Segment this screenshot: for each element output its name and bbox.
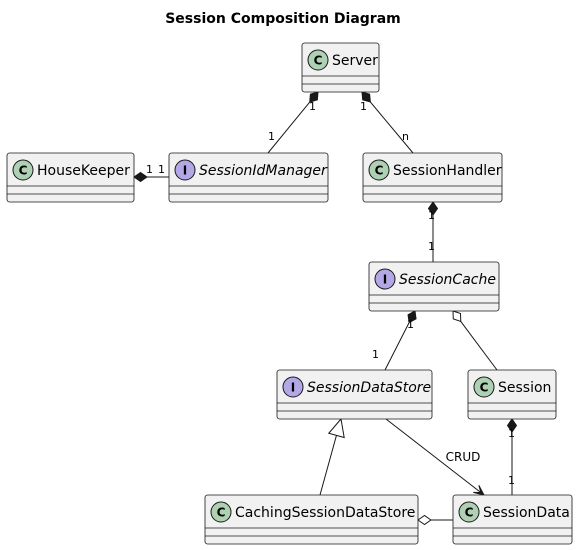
badge-letter: C [465, 506, 474, 520]
node-name: HouseKeeper [37, 163, 130, 179]
multiplicity-to: 1 [428, 240, 435, 253]
node-name: Session [498, 380, 551, 396]
edge-session-sessiondata [506, 418, 518, 495]
dependency-arrow-icon [473, 485, 485, 496]
inheritance-arrow-icon [327, 417, 345, 439]
multiplicity-from: 1 [407, 318, 414, 331]
node-session: C Session [467, 369, 557, 420]
multiplicity-from: 1 [508, 427, 515, 440]
edge-server-sessionhandler [361, 91, 414, 154]
node-sessiondata: C SessionData [452, 494, 573, 545]
multiplicity-to: 1 [268, 130, 275, 143]
badge-letter: I [291, 381, 295, 395]
node-box [6, 152, 135, 203]
node-name: CachingSessionDataStore [235, 505, 415, 521]
composition-line [384, 322, 410, 371]
multiplicity-from: 1 [428, 209, 435, 222]
node-sessionidmanager: I SessionIdManager [168, 152, 329, 203]
node-box [276, 369, 433, 420]
aggregation-diamond-icon [417, 514, 432, 526]
badge-letter: I [383, 273, 387, 287]
node-box [362, 152, 503, 203]
node-cachingsessiondatastore: C CachingSessionDataStore [204, 494, 419, 545]
dependency-line [385, 418, 485, 496]
node-name: SessionHandler [393, 163, 502, 179]
edge-sessionhandler-sessioncache [427, 201, 439, 262]
interface-badge-icon [282, 376, 304, 398]
composition-line [369, 101, 414, 154]
edge-sessioncache-session [452, 310, 498, 371]
aggregation-diamond-icon [452, 310, 462, 323]
multiplicity-from: 1 [146, 163, 153, 176]
edge-caching-sessiondatastore [319, 417, 345, 496]
diagram-title: Session Composition Diagram [165, 11, 401, 27]
multiplicity-from: 1 [360, 100, 367, 113]
node-name: SessionIdManager [199, 163, 328, 179]
node-sessionhandler: C SessionHandler [362, 152, 503, 203]
node-sessioncache: I SessionCache [368, 261, 500, 312]
composition-line [267, 101, 311, 154]
edge-label: CRUD [446, 450, 481, 464]
interface-badge-icon [374, 268, 396, 290]
node-sessiondatastore: I SessionDataStore [276, 369, 433, 420]
edge-sessiondatastore-sessiondata [385, 418, 485, 496]
badge-letter: C [19, 164, 28, 178]
class-badge-icon [458, 501, 480, 523]
node-box [452, 494, 573, 545]
badge-letter: C [217, 506, 226, 520]
class-badge-icon [368, 159, 390, 181]
edge-sessioncache-sessiondatastore [384, 310, 417, 371]
multiplicity-to: n [402, 130, 409, 143]
badge-letter: I [183, 164, 187, 178]
multiplicity-to: 1 [508, 474, 515, 487]
class-badge-icon [473, 376, 495, 398]
class-badge-icon [307, 49, 329, 71]
edges-layer [133, 91, 518, 526]
badge-letter: C [375, 164, 384, 178]
node-box [368, 261, 500, 312]
node-server: C Server [301, 42, 380, 93]
node-box [168, 152, 329, 203]
edge-housekeeper-sessionidmanager [133, 171, 169, 183]
node-name: SessionCache [399, 272, 496, 288]
multiplicity-to: 1 [372, 348, 379, 361]
interface-badge-icon [174, 159, 196, 181]
edge-caching-sessiondata [417, 514, 453, 526]
class-badge-icon [210, 501, 232, 523]
node-name: Server [332, 53, 378, 69]
node-name: SessionDataStore [307, 380, 431, 396]
edge-server-sessionidmanager [267, 91, 319, 154]
class-badge-icon [12, 159, 34, 181]
badge-letter: C [480, 381, 489, 395]
node-housekeeper: C HouseKeeper [6, 152, 135, 203]
aggregation-line [460, 321, 498, 371]
multiplicity-from: 1 [309, 100, 316, 113]
node-name: SessionData [483, 505, 570, 521]
badge-letter: C [314, 54, 323, 68]
inheritance-line [319, 435, 337, 496]
multiplicity-to: 1 [158, 163, 165, 176]
node-box [204, 494, 419, 545]
